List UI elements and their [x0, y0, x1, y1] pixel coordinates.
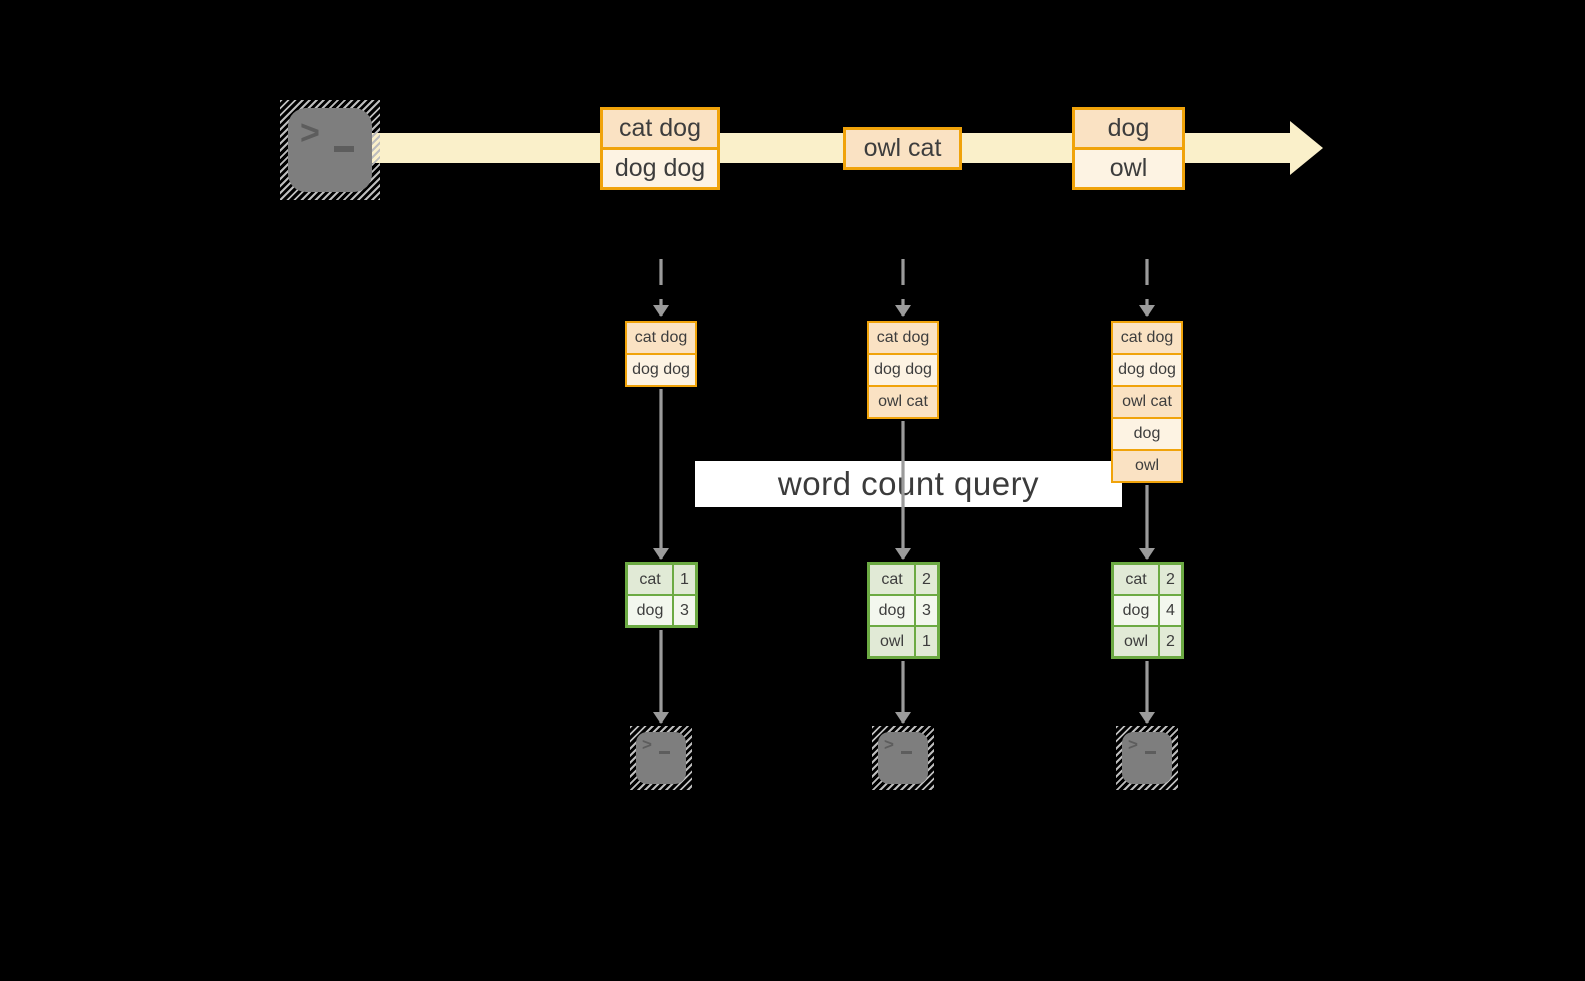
terminal-screen: > [878, 732, 928, 784]
input-table-1: cat dog dog dog [625, 321, 697, 387]
prompt-cursor-icon [901, 751, 912, 754]
stream-batch-box-3: dog owl [1072, 107, 1185, 190]
sink-terminal-icon-2: > [872, 726, 934, 790]
input-line: dog dog [1113, 355, 1181, 385]
result-row: cat 1 [628, 565, 695, 594]
stream-line: cat dog [603, 110, 717, 147]
prompt-cursor-icon [1145, 751, 1156, 754]
input-line: cat dog [869, 323, 937, 353]
query-band: word count query [695, 461, 1122, 507]
word-count: 1 [916, 627, 937, 656]
input-line: cat dog [1113, 323, 1181, 353]
result-row: owl 1 [870, 627, 937, 656]
prompt-cursor-icon [659, 751, 670, 754]
input-line: owl cat [869, 387, 937, 417]
prompt-chevron-icon: > [1128, 735, 1138, 754]
word-count: 2 [1160, 565, 1181, 594]
terminal-screen: > [1122, 732, 1172, 784]
terminal-screen: > [288, 108, 372, 192]
result-row: dog 4 [1114, 596, 1181, 625]
word-count: 1 [674, 565, 695, 594]
prompt-chevron-icon: > [884, 735, 894, 754]
word-label: owl [1114, 627, 1158, 656]
word-count: 2 [1160, 627, 1181, 656]
result-row: cat 2 [1114, 565, 1181, 594]
word-label: dog [628, 596, 672, 625]
terminal-screen: > [636, 732, 686, 784]
input-line: dog dog [627, 355, 695, 385]
stream-arrowhead-icon [1290, 121, 1323, 175]
input-line: cat dog [627, 323, 695, 353]
word-label: dog [1114, 596, 1158, 625]
result-row: dog 3 [628, 596, 695, 625]
input-table-3: cat dog dog dog owl cat dog owl [1111, 321, 1183, 483]
result-table-1: cat 1 dog 3 [625, 562, 698, 628]
prompt-cursor-icon [334, 146, 354, 152]
query-label: word count query [777, 465, 1040, 502]
stream-batch-box-1: cat dog dog dog [600, 107, 720, 190]
prompt-chevron-icon: > [300, 114, 320, 152]
stream-line: dog [1075, 110, 1182, 147]
word-count: 2 [916, 565, 937, 594]
word-label: cat [870, 565, 914, 594]
stream-line: owl cat [846, 130, 959, 167]
input-table-2: cat dog dog dog owl cat [867, 321, 939, 419]
result-row: dog 3 [870, 596, 937, 625]
word-count: 4 [1160, 596, 1181, 625]
sink-terminal-icon-1: > [630, 726, 692, 790]
input-line: dog dog [869, 355, 937, 385]
input-line: owl [1113, 451, 1181, 481]
prompt-chevron-icon: > [642, 735, 652, 754]
stream-line: owl [1075, 150, 1182, 187]
stream-batch-box-2: owl cat [843, 127, 962, 170]
word-label: cat [628, 565, 672, 594]
sink-terminal-icon-3: > [1116, 726, 1178, 790]
input-line: dog [1113, 419, 1181, 449]
result-row: cat 2 [870, 565, 937, 594]
word-count: 3 [674, 596, 695, 625]
input-line: owl cat [1113, 387, 1181, 417]
result-table-3: cat 2 dog 4 owl 2 [1111, 562, 1184, 659]
word-label: dog [870, 596, 914, 625]
word-label: owl [870, 627, 914, 656]
result-row: owl 2 [1114, 627, 1181, 656]
result-table-2: cat 2 dog 3 owl 1 [867, 562, 940, 659]
stream-line: dog dog [603, 150, 717, 187]
source-terminal-icon: > [280, 100, 380, 200]
word-label: cat [1114, 565, 1158, 594]
word-count: 3 [916, 596, 937, 625]
